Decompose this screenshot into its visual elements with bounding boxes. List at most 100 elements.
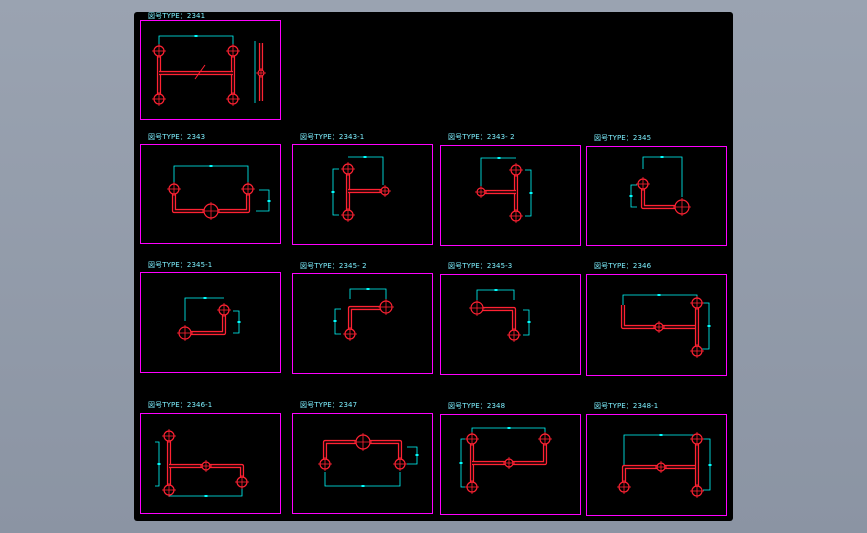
pipe-drawing-2346-1 bbox=[155, 429, 249, 497]
drawing-frame bbox=[140, 413, 281, 514]
drawing-frame bbox=[292, 413, 433, 514]
drawing-label: 図号TYPE：2346-1 bbox=[148, 401, 213, 409]
dimension-tick bbox=[366, 288, 370, 290]
drawing-cell-2343[interactable]: 図号TYPE：2343 bbox=[140, 133, 281, 245]
dimension-tick bbox=[209, 165, 213, 167]
dimension-line bbox=[256, 189, 270, 212]
drawing-label: 図号TYPE：2348 bbox=[448, 402, 506, 410]
dimension-tick bbox=[629, 195, 633, 197]
drawing-cell-2348[interactable]: 図号TYPE：2348 bbox=[440, 402, 581, 515]
dimension-tick bbox=[657, 294, 661, 296]
drawing-label: 図号TYPE：2345- 2 bbox=[300, 262, 367, 270]
pipe-run-core bbox=[472, 439, 546, 464]
dimension-tick bbox=[415, 454, 419, 456]
drawing-frame bbox=[440, 414, 581, 515]
pipe-drawing-2348 bbox=[459, 427, 552, 494]
dimension-line bbox=[480, 157, 516, 186]
drawing-label: 図号TYPE：2345 bbox=[594, 134, 652, 142]
pipe-run-core bbox=[622, 305, 697, 328]
drawing-frame bbox=[140, 272, 281, 373]
drawing-cell-2343-2[interactable]: 図号TYPE：2343- 2 bbox=[440, 133, 581, 246]
dimension-line bbox=[349, 288, 387, 299]
drawing-frame bbox=[140, 144, 281, 244]
dimension-tick bbox=[494, 289, 498, 291]
drawing-frame bbox=[292, 144, 433, 245]
dimension-tick bbox=[660, 156, 664, 158]
drawing-label: 図号TYPE：2348-1 bbox=[594, 402, 659, 410]
pipe-drawing-2347 bbox=[318, 433, 419, 487]
dimension-line bbox=[623, 434, 698, 465]
drawing-cell-2345-3[interactable]: 図号TYPE：2345-3 bbox=[440, 262, 581, 375]
pipe-drawing-2341 bbox=[152, 35, 266, 106]
dimension-tick bbox=[459, 462, 463, 464]
drawing-frame bbox=[292, 273, 433, 374]
drawing-cell-2348-1[interactable]: 図号TYPE：2348-1 bbox=[586, 402, 727, 516]
drawing-frame bbox=[586, 414, 727, 516]
break-mark bbox=[194, 64, 206, 80]
drawing-cell-2345[interactable]: 図号TYPE：2345 bbox=[586, 134, 727, 247]
dimension-line bbox=[476, 289, 515, 300]
dimension-tick bbox=[529, 192, 533, 194]
dimension-tick bbox=[194, 35, 198, 37]
dimension-tick bbox=[659, 434, 663, 436]
pipe-run-core bbox=[642, 185, 682, 208]
drawing-label: 図号TYPE：2343 bbox=[148, 133, 206, 141]
dimension-tick bbox=[331, 191, 335, 193]
drawing-cell-2343-1[interactable]: 図号TYPE：2343-1 bbox=[292, 133, 433, 245]
dimension-line bbox=[168, 484, 243, 497]
pipe-drawing-2348-1 bbox=[617, 432, 712, 498]
dimension-tick bbox=[507, 427, 511, 429]
drawing-label: 図号TYPE：2343-1 bbox=[300, 133, 365, 141]
drawing-frame bbox=[440, 145, 581, 246]
drawing-cell-2346-1[interactable]: 図号TYPE：2346-1 bbox=[140, 401, 281, 514]
dimension-tick bbox=[527, 321, 531, 323]
pipe-run bbox=[185, 311, 227, 336]
pipe-run-core bbox=[477, 308, 515, 335]
dimension-tick bbox=[157, 463, 161, 465]
dimension-tick bbox=[203, 297, 207, 299]
pipe-run bbox=[347, 305, 386, 334]
dimension-tick bbox=[333, 320, 337, 322]
drawing-sheet: 図号TYPE：2341 図号TYPE：2343 図号TYPE：2343-1 図号… bbox=[134, 12, 733, 521]
drawing-label: 図号TYPE：2347 bbox=[300, 401, 358, 409]
drawing-cell-2346[interactable]: 図号TYPE：2346 bbox=[586, 262, 727, 376]
drawing-frame bbox=[140, 20, 281, 120]
dimension-tick bbox=[708, 464, 712, 466]
dimension-tick bbox=[204, 495, 208, 497]
dimension-line bbox=[471, 427, 546, 435]
pipe-run-core bbox=[349, 307, 386, 334]
dimension-line bbox=[173, 165, 249, 187]
pipe-drawing-2345-1 bbox=[177, 297, 241, 341]
drawing-frame bbox=[586, 146, 727, 246]
drawing-frame bbox=[586, 274, 727, 376]
dimension-line bbox=[184, 297, 224, 321]
drawing-cell-2341[interactable]: 図号TYPE：2341 bbox=[140, 12, 281, 122]
dimension-line bbox=[158, 35, 234, 51]
pipe-drawing-2343 bbox=[167, 165, 271, 220]
dimension-tick bbox=[707, 325, 711, 327]
pipe-run bbox=[477, 306, 517, 335]
dimension-tick bbox=[267, 200, 271, 202]
dimension-line bbox=[324, 472, 401, 487]
dimension-line bbox=[622, 294, 698, 305]
pipe-drawing-2343-2 bbox=[475, 157, 533, 223]
drawing-cell-2347[interactable]: 図号TYPE：2347 bbox=[292, 401, 433, 514]
pipe-drawing-2343-1 bbox=[331, 156, 391, 222]
dimension-line bbox=[348, 156, 384, 185]
pipe-drawing-2346 bbox=[620, 294, 711, 358]
drawing-label: 図号TYPE：2346 bbox=[594, 262, 652, 270]
dimension-tick bbox=[497, 157, 501, 159]
drawing-frame bbox=[440, 274, 581, 375]
dimension-tick bbox=[237, 321, 241, 323]
pipe-drawing-2345-2 bbox=[333, 288, 394, 341]
pipe-run-core bbox=[185, 311, 225, 334]
pipe-drawing-2345-3 bbox=[469, 289, 531, 342]
pipe-drawing-2345 bbox=[629, 156, 691, 216]
drawing-label: 図号TYPE：2341 bbox=[148, 12, 206, 20]
drawing-label: 図号TYPE：2343- 2 bbox=[448, 133, 515, 141]
drawing-label: 図号TYPE：2345-1 bbox=[148, 261, 213, 269]
drawing-cell-2345-2[interactable]: 図号TYPE：2345- 2 bbox=[292, 262, 433, 374]
drawing-cell-2345-1[interactable]: 図号TYPE：2345-1 bbox=[140, 261, 281, 373]
dimension-tick bbox=[361, 485, 365, 487]
drawing-label: 図号TYPE：2345-3 bbox=[448, 262, 513, 270]
